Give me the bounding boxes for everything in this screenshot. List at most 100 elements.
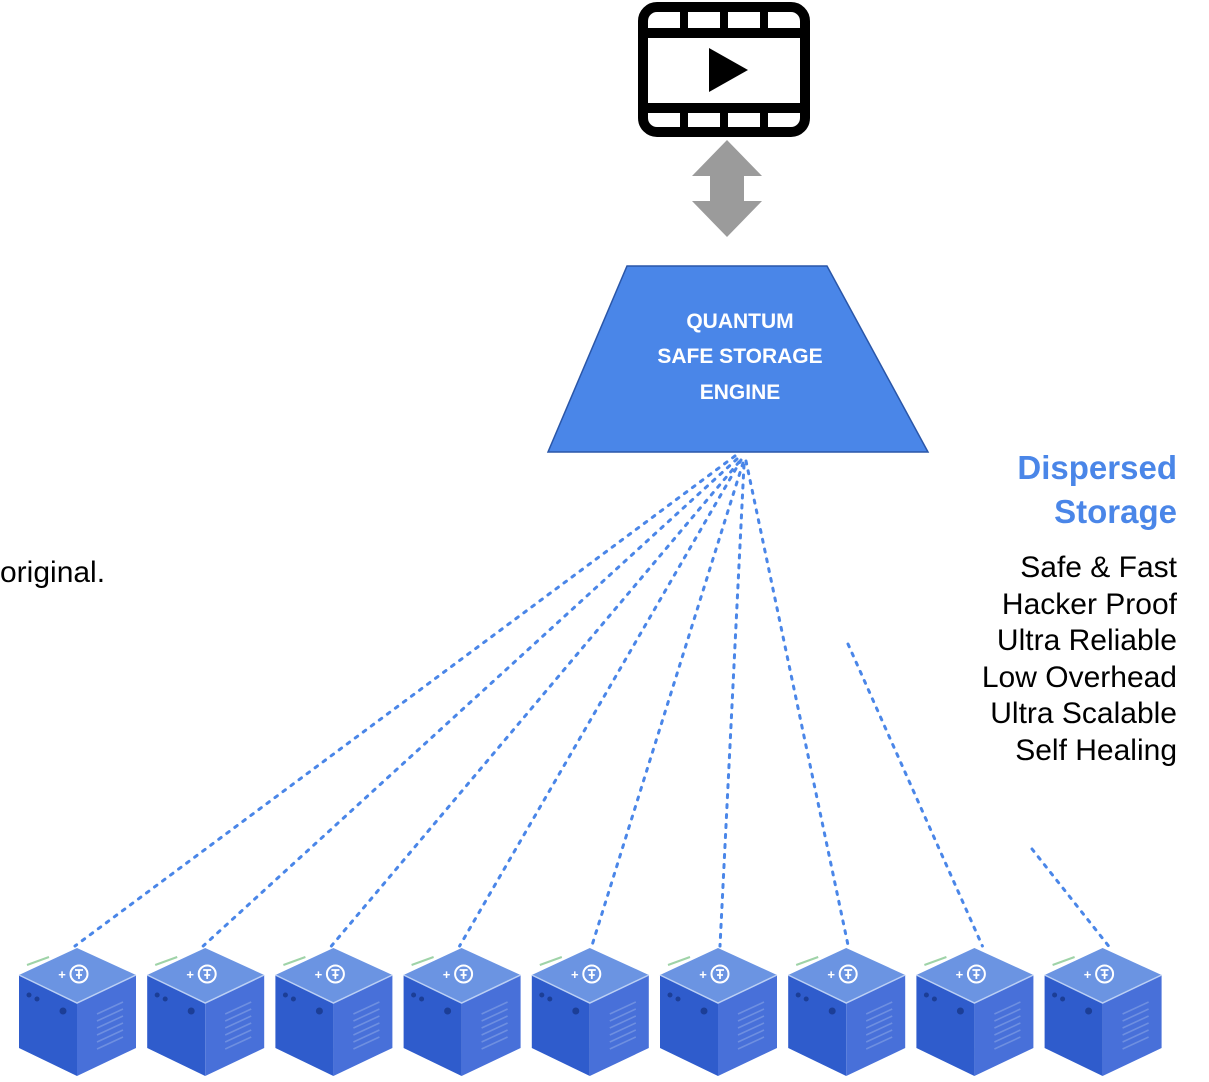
feature-item: Safe & Fast — [1020, 551, 1177, 584]
node-badge-plus: + — [1084, 967, 1092, 982]
node-accent — [283, 956, 306, 966]
token-coin-icon — [710, 964, 730, 984]
storage-node: + — [1044, 948, 1162, 1076]
dispersed-storage-panel: Dispersed Storage Safe & Fast Hacker Pro… — [982, 446, 1177, 769]
token-coin-icon — [1095, 964, 1115, 984]
node-led — [931, 996, 937, 1002]
node-vent — [353, 1015, 380, 1029]
node-vent — [1122, 1015, 1149, 1029]
node-badge-plus: + — [571, 967, 579, 982]
node-vent — [224, 1001, 252, 1015]
node-vent — [994, 1022, 1021, 1036]
dispersal-link — [846, 642, 984, 948]
node-badge-plus: + — [443, 967, 451, 982]
node-right-face — [1102, 975, 1162, 1076]
node-edge — [403, 974, 521, 1004]
node-vent — [994, 1015, 1021, 1029]
token-coin-icon — [582, 964, 602, 984]
token-coin-icon — [197, 964, 217, 984]
node-vent — [353, 1029, 380, 1043]
dispersal-link — [718, 463, 746, 948]
dispersal-link — [744, 459, 850, 948]
dispersal-link — [201, 457, 739, 948]
node-vent — [481, 1001, 508, 1015]
node-vent — [224, 1022, 252, 1036]
token-coin-icon — [838, 964, 858, 984]
node-vent — [481, 1022, 508, 1036]
node-vent — [481, 1015, 508, 1029]
node-led — [290, 996, 296, 1002]
node-right-face — [718, 975, 777, 1076]
node-edge — [1044, 974, 1162, 1004]
node-left-face — [531, 975, 590, 1076]
dispersal-link — [73, 454, 737, 948]
node-edge — [659, 974, 778, 1004]
node-left-face — [916, 975, 975, 1076]
storage-node: + — [787, 948, 906, 1076]
node-led — [539, 992, 545, 998]
storage-nodes: +++++++++ — [18, 948, 1162, 1076]
node-left-face — [147, 975, 206, 1076]
node-right-face — [333, 975, 393, 1076]
dispersal-link — [458, 458, 743, 948]
storage-node: + — [146, 948, 265, 1076]
node-accent — [539, 956, 563, 966]
node-led — [1060, 996, 1066, 1002]
node-badge-plus: + — [186, 967, 194, 982]
node-badge-plus: + — [699, 967, 707, 982]
storage-engine: QUANTUM SAFE STORAGE ENGINE — [546, 265, 930, 453]
node-vent — [96, 1015, 124, 1029]
token-glyph — [331, 969, 340, 979]
token-glyph — [75, 969, 83, 979]
token-glyph — [587, 969, 596, 979]
node-edge — [531, 974, 650, 1004]
node-vent — [737, 1036, 765, 1050]
node-led — [315, 1007, 323, 1015]
engine-label-line-3: ENGINE — [700, 381, 781, 404]
node-vent — [1122, 1022, 1149, 1036]
node-accent — [154, 956, 178, 966]
node-vent — [353, 1036, 380, 1050]
storage-node: + — [275, 948, 393, 1076]
node-led — [828, 1007, 836, 1015]
node-edge — [146, 974, 265, 1004]
node-accent — [1052, 956, 1075, 966]
node-accent — [667, 956, 691, 966]
node-right-face — [846, 975, 906, 1076]
feature-item: Ultra Scalable — [990, 697, 1177, 730]
node-vent — [737, 1029, 765, 1043]
node-led — [282, 992, 288, 998]
node-led — [667, 992, 673, 998]
engine-shape — [546, 265, 930, 453]
storage-node: + — [916, 948, 1034, 1076]
engine-label-line-2: SAFE STORAGE — [657, 345, 822, 368]
node-accent — [411, 956, 434, 966]
partial-text: original. — [0, 556, 106, 589]
node-vent — [224, 1015, 252, 1029]
node-vent — [609, 1008, 637, 1022]
panel-title: Dispersed Storage — [1017, 449, 1177, 530]
token-glyph — [203, 969, 212, 979]
node-edge — [18, 974, 137, 1004]
node-vent — [994, 1001, 1021, 1015]
token-glyph — [844, 969, 853, 979]
node-led — [803, 996, 809, 1002]
token-glyph — [716, 969, 724, 979]
engine-label-line-1: QUANTUM — [686, 310, 793, 333]
node-vent — [1122, 1001, 1149, 1015]
node-right-face — [461, 975, 521, 1076]
node-led — [419, 996, 425, 1002]
node-vent — [609, 1001, 637, 1015]
node-vent — [994, 1008, 1021, 1022]
node-led — [444, 1007, 452, 1015]
storage-node: + — [659, 948, 778, 1076]
node-vent — [737, 1001, 765, 1015]
node-led — [34, 996, 40, 1002]
dispersal-links — [73, 454, 1111, 948]
token-coin-icon — [454, 964, 474, 984]
node-vent — [609, 1036, 637, 1050]
node-vent — [865, 1022, 893, 1036]
node-led — [795, 992, 801, 998]
node-vent — [96, 1036, 124, 1050]
